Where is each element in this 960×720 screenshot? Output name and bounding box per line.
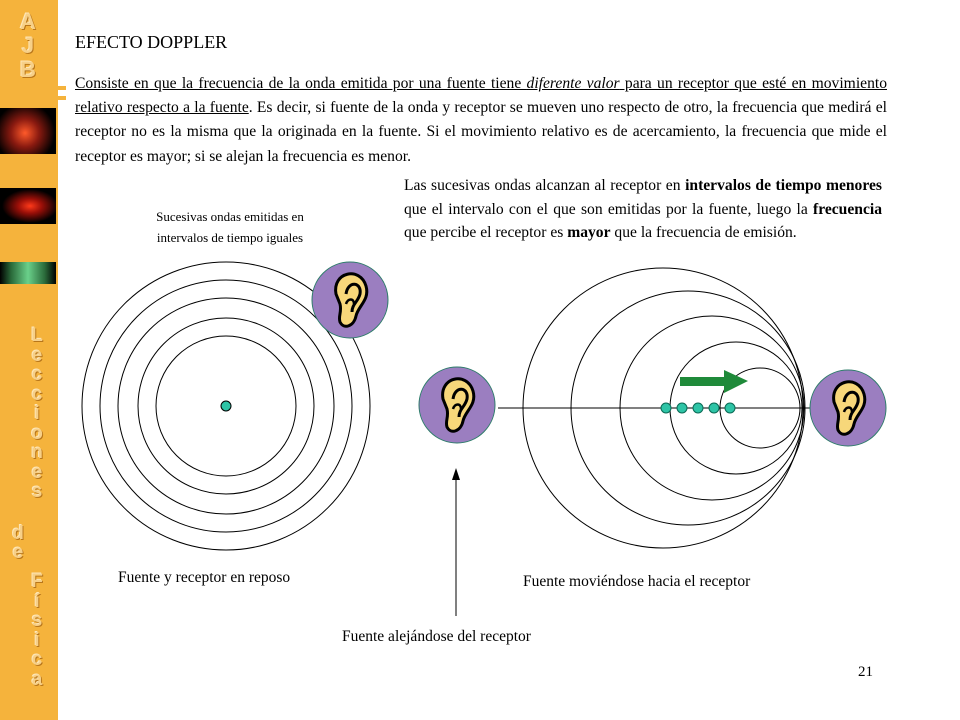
source-dot-icon: [724, 402, 736, 414]
sidebar-letter: e: [31, 461, 43, 483]
wavefront: [522, 267, 804, 549]
sidebar-letter: s: [31, 481, 43, 502]
explanation-text: que percibe el receptor es: [404, 224, 568, 241]
page-number: 21: [858, 664, 873, 680]
wavefront: [719, 367, 801, 449]
brand-logo: A J B: [14, 10, 42, 82]
rest-wavefronts: [81, 261, 371, 551]
explanation-text: que la frecuencia de emisión.: [610, 224, 797, 241]
brand-letter: B: [20, 57, 36, 82]
sidebar-letter: e: [31, 344, 43, 366]
pointer-arrow-head: [452, 468, 460, 480]
source-dot-icon: [692, 402, 704, 414]
explanation-text: Las sucesivas ondas alcanzan al receptor…: [404, 177, 686, 194]
arrow-right-icon: [680, 370, 748, 393]
underlined-text: para un receptor que esté en movimiento …: [75, 75, 887, 117]
wavefront: [99, 279, 353, 533]
sidebar-letter: i: [34, 629, 40, 651]
wavefront: [137, 317, 315, 495]
sidebar-accent: [58, 96, 66, 100]
sidebar-letter: c: [31, 649, 43, 670]
sidebar-letter: o: [31, 422, 43, 444]
sidebar-letter: s: [31, 610, 43, 631]
wavefront: [155, 335, 297, 477]
source-dot-icon: [220, 400, 232, 412]
ear-icon: [808, 368, 888, 448]
label-rest: Fuente y receptor en reposo: [118, 569, 291, 586]
explanation-bold: intervalos de tiempo menores: [685, 177, 882, 194]
label-towards: Fuente moviéndose hacia el receptor: [523, 573, 751, 590]
sidebar-de: d e: [8, 524, 28, 562]
sidebar-fisica: F í s i c a: [26, 572, 48, 689]
italic-text: diferente valor: [526, 75, 620, 92]
wavefront: [570, 290, 806, 526]
sidebar-image-laser: [0, 108, 56, 154]
label-away: Fuente alejándose del receptor: [342, 628, 531, 645]
sidebar-lecciones: L e c c i o n e s: [26, 326, 48, 502]
sidebar-image-light: [0, 188, 56, 224]
ear-icon: [417, 365, 497, 445]
source-dot-icon: [708, 402, 720, 414]
wavefront: [117, 297, 335, 515]
explanation-bold: mayor: [567, 224, 611, 241]
waves-caption: Sucesivas ondas emitidas en intervalos d…: [156, 209, 304, 245]
explanation-text: que el intervalo con el que son emitidas…: [404, 200, 813, 218]
brand-letter: J: [21, 33, 35, 58]
brand-letter: A: [20, 9, 36, 34]
sidebar-letter: F: [31, 571, 43, 592]
source-positions: [660, 402, 736, 414]
sidebar-letter: c: [31, 383, 43, 405]
sidebar-letter: i: [34, 403, 40, 424]
wavefront: [619, 315, 805, 501]
sidebar-image-spectrum: [0, 262, 56, 284]
sidebar-letter: a: [31, 668, 43, 690]
sidebar-letter: L: [31, 325, 43, 346]
sidebar-letter: n: [31, 442, 43, 463]
sidebar-letter: í: [34, 590, 40, 612]
wavefront: [81, 261, 371, 551]
source-dot-icon: [676, 402, 688, 414]
intro-paragraph: Consiste en que la frecuencia de la onda…: [75, 72, 887, 169]
moving-wavefronts: [522, 267, 806, 549]
slide-title: EFECTO DOPPLER: [75, 32, 228, 52]
explanation-paragraph: Las sucesivas ondas alcanzan al receptor…: [404, 174, 882, 245]
source-dot-icon: [660, 402, 672, 414]
sidebar-letter: d: [12, 523, 24, 544]
sidebar-letter: c: [31, 364, 43, 385]
sidebar-accent: [58, 86, 66, 90]
ear-icon: [310, 260, 390, 340]
underlined-text: Consiste en que la frecuencia de la onda…: [75, 75, 527, 92]
sidebar-letter: e: [12, 542, 24, 563]
explanation-bold: frecuencia: [813, 200, 882, 218]
paragraph-text: . Es decir, si fuente de la onda y recep…: [75, 99, 887, 165]
